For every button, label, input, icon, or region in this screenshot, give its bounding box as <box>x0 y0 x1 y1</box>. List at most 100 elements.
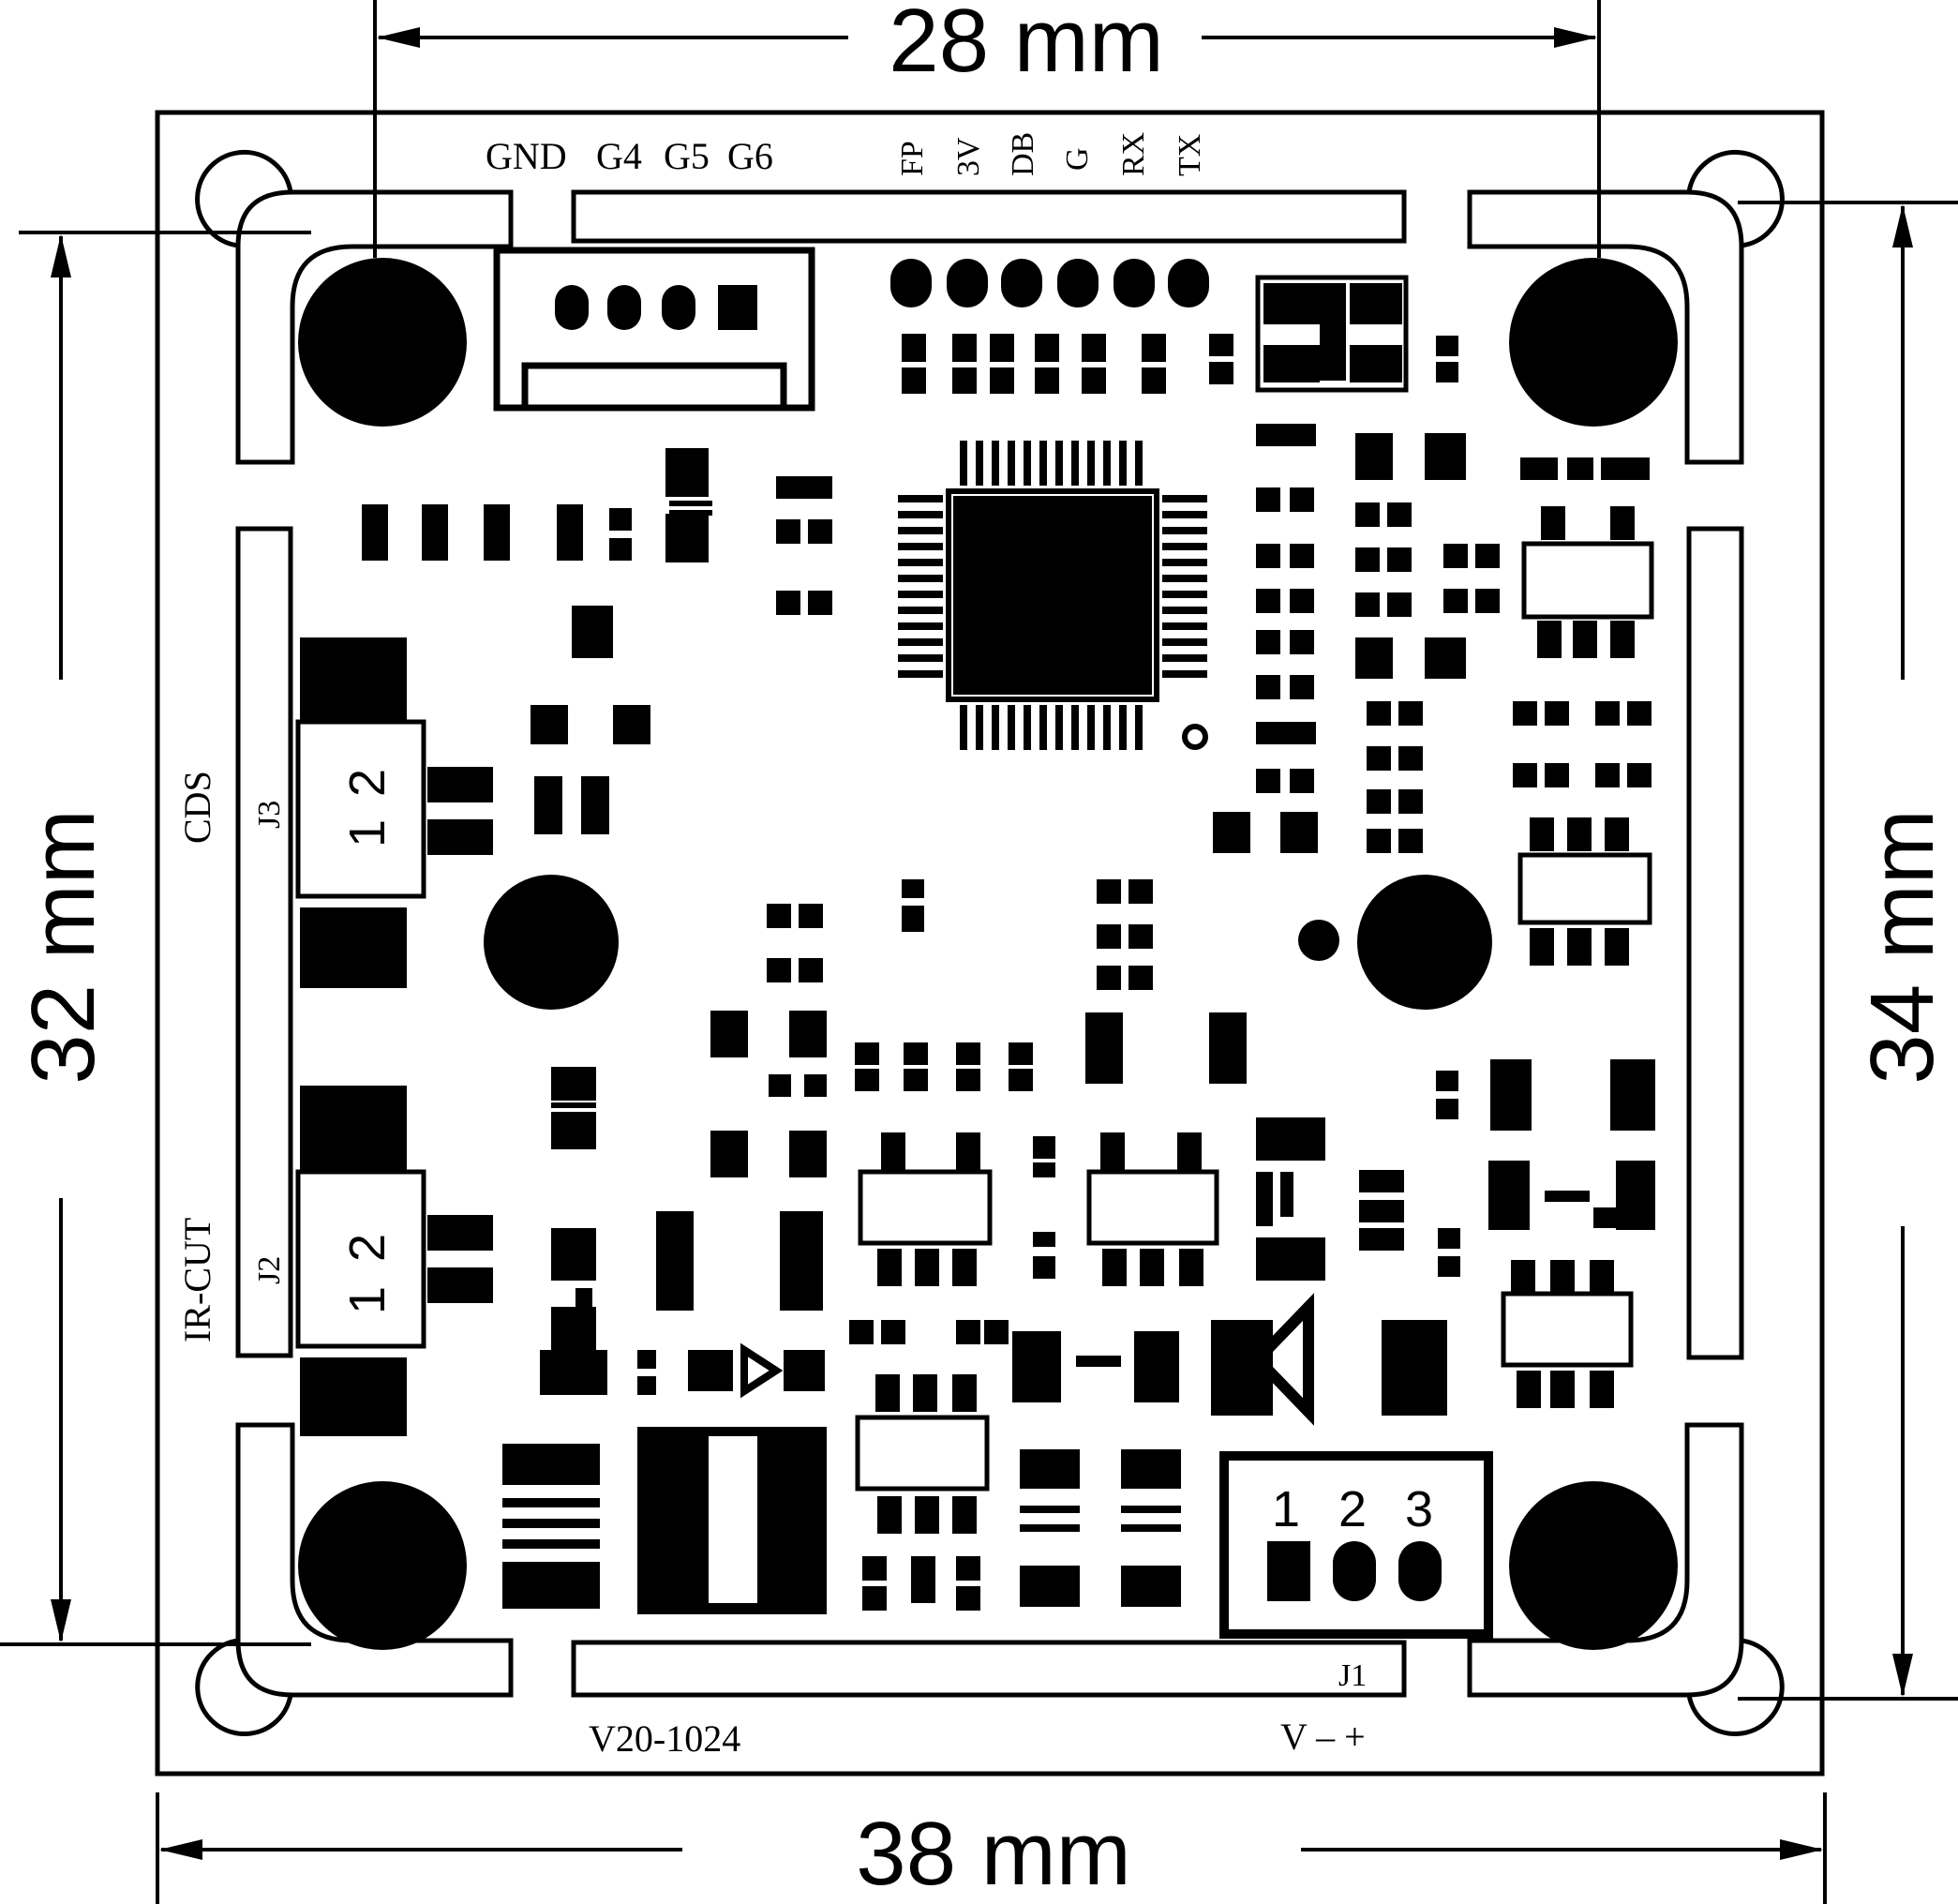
connector-j2-body <box>295 1169 426 1349</box>
smd-pad <box>1209 362 1233 384</box>
j3-pin1-label: 1 <box>339 819 396 847</box>
smd-pad <box>572 606 613 658</box>
smd-pad <box>956 1069 980 1091</box>
smd-pad <box>915 1496 939 1534</box>
smd-pad <box>904 1069 928 1091</box>
smd-pad <box>1475 589 1500 613</box>
bottom-dimension-label: 38 mm <box>856 1804 1130 1904</box>
j1-pin3-label: 3 <box>1405 1481 1433 1537</box>
corner-hooks <box>195 149 1785 1737</box>
smd-pad <box>531 705 568 744</box>
smd-pad <box>862 1586 887 1611</box>
smd-pad <box>1436 1071 1458 1091</box>
smd-pad <box>1256 1117 1325 1161</box>
crystal-outline <box>1255 275 1409 393</box>
smd-pad <box>1020 1566 1080 1607</box>
smd-pad <box>1209 1012 1247 1084</box>
connector-j1-pad <box>1398 1541 1442 1601</box>
ic-lead <box>898 527 943 534</box>
smd-pad <box>1355 433 1393 480</box>
smd-mark <box>551 1112 596 1117</box>
smd-pad <box>1425 637 1466 679</box>
smd-pad <box>1567 928 1592 966</box>
ic-lead <box>898 591 943 598</box>
smd-pad <box>956 1132 980 1170</box>
slot-top <box>571 189 1407 244</box>
smd-pad <box>1511 1260 1535 1294</box>
smd-pad <box>808 591 832 615</box>
ic-lead <box>1103 441 1111 486</box>
smd-pad <box>1438 1256 1460 1277</box>
smd-pad <box>1567 817 1592 851</box>
ic-lead <box>1039 705 1047 750</box>
slot-bottom <box>571 1640 1407 1698</box>
smd-pad <box>575 1288 592 1331</box>
ic-u3 <box>858 1169 993 1246</box>
smd-pad <box>1256 722 1316 744</box>
smd-pad <box>952 1496 977 1534</box>
pin-label-db: DB <box>1006 132 1040 176</box>
ic-lead <box>898 670 943 678</box>
smd-pad <box>1355 502 1380 527</box>
ic-lead <box>1119 441 1127 486</box>
smd-pad <box>776 476 832 499</box>
smd-pad <box>1387 592 1412 617</box>
smd-pad <box>1134 1331 1179 1402</box>
slot-left <box>235 526 293 1358</box>
smd-pad <box>656 1211 694 1311</box>
smd-pad <box>1033 1162 1055 1177</box>
ic-lead <box>1162 543 1207 550</box>
smd-pad <box>1009 1069 1033 1091</box>
ic-lead <box>1135 705 1143 750</box>
ic-lead <box>898 575 943 582</box>
ic-lead <box>1162 559 1207 566</box>
ic-lead <box>898 543 943 550</box>
ic-lead <box>1119 705 1127 750</box>
smd-pad <box>1097 924 1121 949</box>
smd-pad <box>1595 763 1620 787</box>
mount-hole-bottom-left <box>298 1481 467 1650</box>
smd-pad <box>1398 746 1423 771</box>
smd-pad <box>1623 457 1650 480</box>
ic-lead <box>1055 441 1063 486</box>
ic-lead <box>1162 638 1207 646</box>
ic-lead <box>1055 705 1063 750</box>
inductor-window <box>709 1436 757 1603</box>
smd-pad <box>875 1374 900 1412</box>
smd-pad <box>710 1131 748 1177</box>
smd-mark <box>502 1539 600 1549</box>
ic-lead <box>898 559 943 566</box>
smd-pad <box>1438 1228 1460 1249</box>
smd-pad <box>1209 334 1233 356</box>
slot-right <box>1686 526 1744 1360</box>
smd-pad <box>1550 1260 1575 1294</box>
smd-pad <box>1290 630 1314 654</box>
smd-pad <box>1256 630 1280 654</box>
ic-lead <box>898 607 943 614</box>
bracket-top-left <box>235 189 514 465</box>
smd-pad <box>952 334 977 362</box>
smd-pad <box>1530 928 1554 966</box>
connector-j2-pad <box>300 1357 407 1436</box>
header-pad <box>1057 259 1099 307</box>
smd-pad <box>1436 1099 1458 1119</box>
smd-pad <box>1398 701 1423 726</box>
main-ic-pin1-mark <box>1182 724 1208 750</box>
ic-lead <box>898 622 943 630</box>
small-ics <box>855 541 1654 1492</box>
smd-pad <box>767 904 791 928</box>
smd-pad <box>1367 746 1391 771</box>
inductor <box>637 1427 827 1614</box>
smd-pad <box>1425 433 1466 480</box>
smd-pad <box>1541 506 1565 540</box>
ic-lead <box>898 654 943 662</box>
smd-mark <box>1020 1524 1080 1532</box>
smd-pad <box>1121 1566 1181 1607</box>
connector-4pin <box>493 247 815 412</box>
main-ic <box>898 441 1208 750</box>
smd-pad <box>776 519 800 544</box>
smd-pad <box>952 1249 977 1286</box>
header-pad <box>947 259 988 307</box>
ic-u6 <box>855 1415 990 1492</box>
